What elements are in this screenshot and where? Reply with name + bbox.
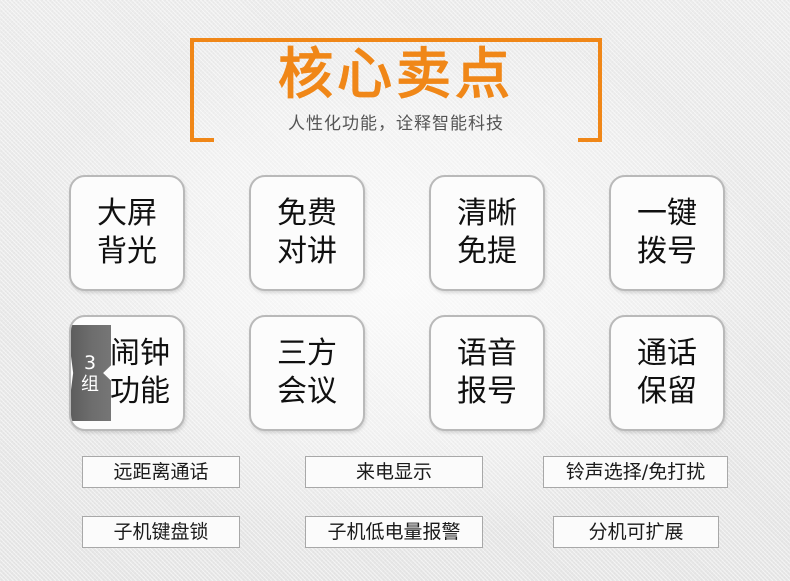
bracket-right-line: [598, 38, 602, 142]
feature-line-1: 大屏: [97, 196, 157, 231]
feature-line-2: 报号: [457, 374, 517, 409]
tag-laidian-xianshi[interactable]: 来电显示: [305, 456, 483, 488]
feature-card-text: 一键 拨号: [611, 177, 723, 289]
ribbon-number: 3: [83, 351, 97, 374]
feature-card-daping-beiguang[interactable]: 大屏 背光: [69, 175, 185, 291]
feature-card-text: 三方 会议: [251, 317, 363, 429]
feature-line-2: 会议: [277, 374, 337, 409]
tag-fenji-kekuozhan[interactable]: 分机可扩展: [553, 516, 719, 548]
feature-card-text: 清晰 免提: [431, 177, 543, 289]
feature-line-1: 免费: [277, 196, 337, 231]
feature-card-text: 闹钟 功能: [71, 317, 183, 429]
feature-card-qingxi-mianti[interactable]: 清晰 免提: [429, 175, 545, 291]
tag-ziji-didianliang[interactable]: 子机低电量报警: [305, 516, 483, 548]
feature-line-2: 功能: [110, 374, 170, 409]
feature-line-1: 通话: [637, 336, 697, 371]
feature-card-naozhong-gongneng[interactable]: 3 组 闹钟 功能: [69, 315, 185, 431]
feature-line-1: 语音: [457, 336, 517, 371]
tag-ziji-jianpansuo[interactable]: 子机键盘锁: [82, 516, 240, 548]
bracket-bottom-left-stub: [190, 138, 214, 142]
feature-card-tonghua-baoliu[interactable]: 通话 保留: [609, 315, 725, 431]
feature-line-2: 拨号: [637, 234, 697, 269]
feature-line-1: 清晰: [457, 196, 517, 231]
bracket-bottom-right-stub: [578, 138, 602, 142]
feature-card-sanfang-huiyi[interactable]: 三方 会议: [249, 315, 365, 431]
header-bracket: 核心卖点 人性化功能，诠释智能科技: [190, 38, 602, 142]
feature-card-text: 大屏 背光: [71, 177, 183, 289]
feature-line-2: 保留: [637, 374, 697, 409]
feature-card-yijian-bohao[interactable]: 一键 拨号: [609, 175, 725, 291]
feature-card-yuyin-baohao[interactable]: 语音 报号: [429, 315, 545, 431]
feature-card-text: 语音 报号: [431, 317, 543, 429]
ribbon-unit: 组: [81, 373, 99, 395]
page-title: 核心卖点: [277, 42, 514, 106]
feature-line-2: 对讲: [277, 234, 337, 269]
bracket-top-line: [190, 38, 602, 42]
feature-card-text: 通话 保留: [611, 317, 723, 429]
feature-card-text: 免费 对讲: [251, 177, 363, 289]
tag-yuanjuli-tonghua[interactable]: 远距离通话: [82, 456, 240, 488]
tag-lingsheng-mianraorao[interactable]: 铃声选择/免打扰: [543, 456, 728, 488]
feature-line-1: 一键: [637, 196, 697, 231]
feature-card-mianfei-duijiang[interactable]: 免费 对讲: [249, 175, 365, 291]
bracket-left-line: [190, 38, 194, 142]
feature-line-1: 三方: [277, 336, 337, 371]
feature-line-2: 免提: [457, 234, 517, 269]
feature-line-1: 闹钟: [110, 336, 170, 371]
feature-line-2: 背光: [97, 234, 157, 269]
page-subtitle: 人性化功能，诠释智能科技: [288, 114, 504, 134]
